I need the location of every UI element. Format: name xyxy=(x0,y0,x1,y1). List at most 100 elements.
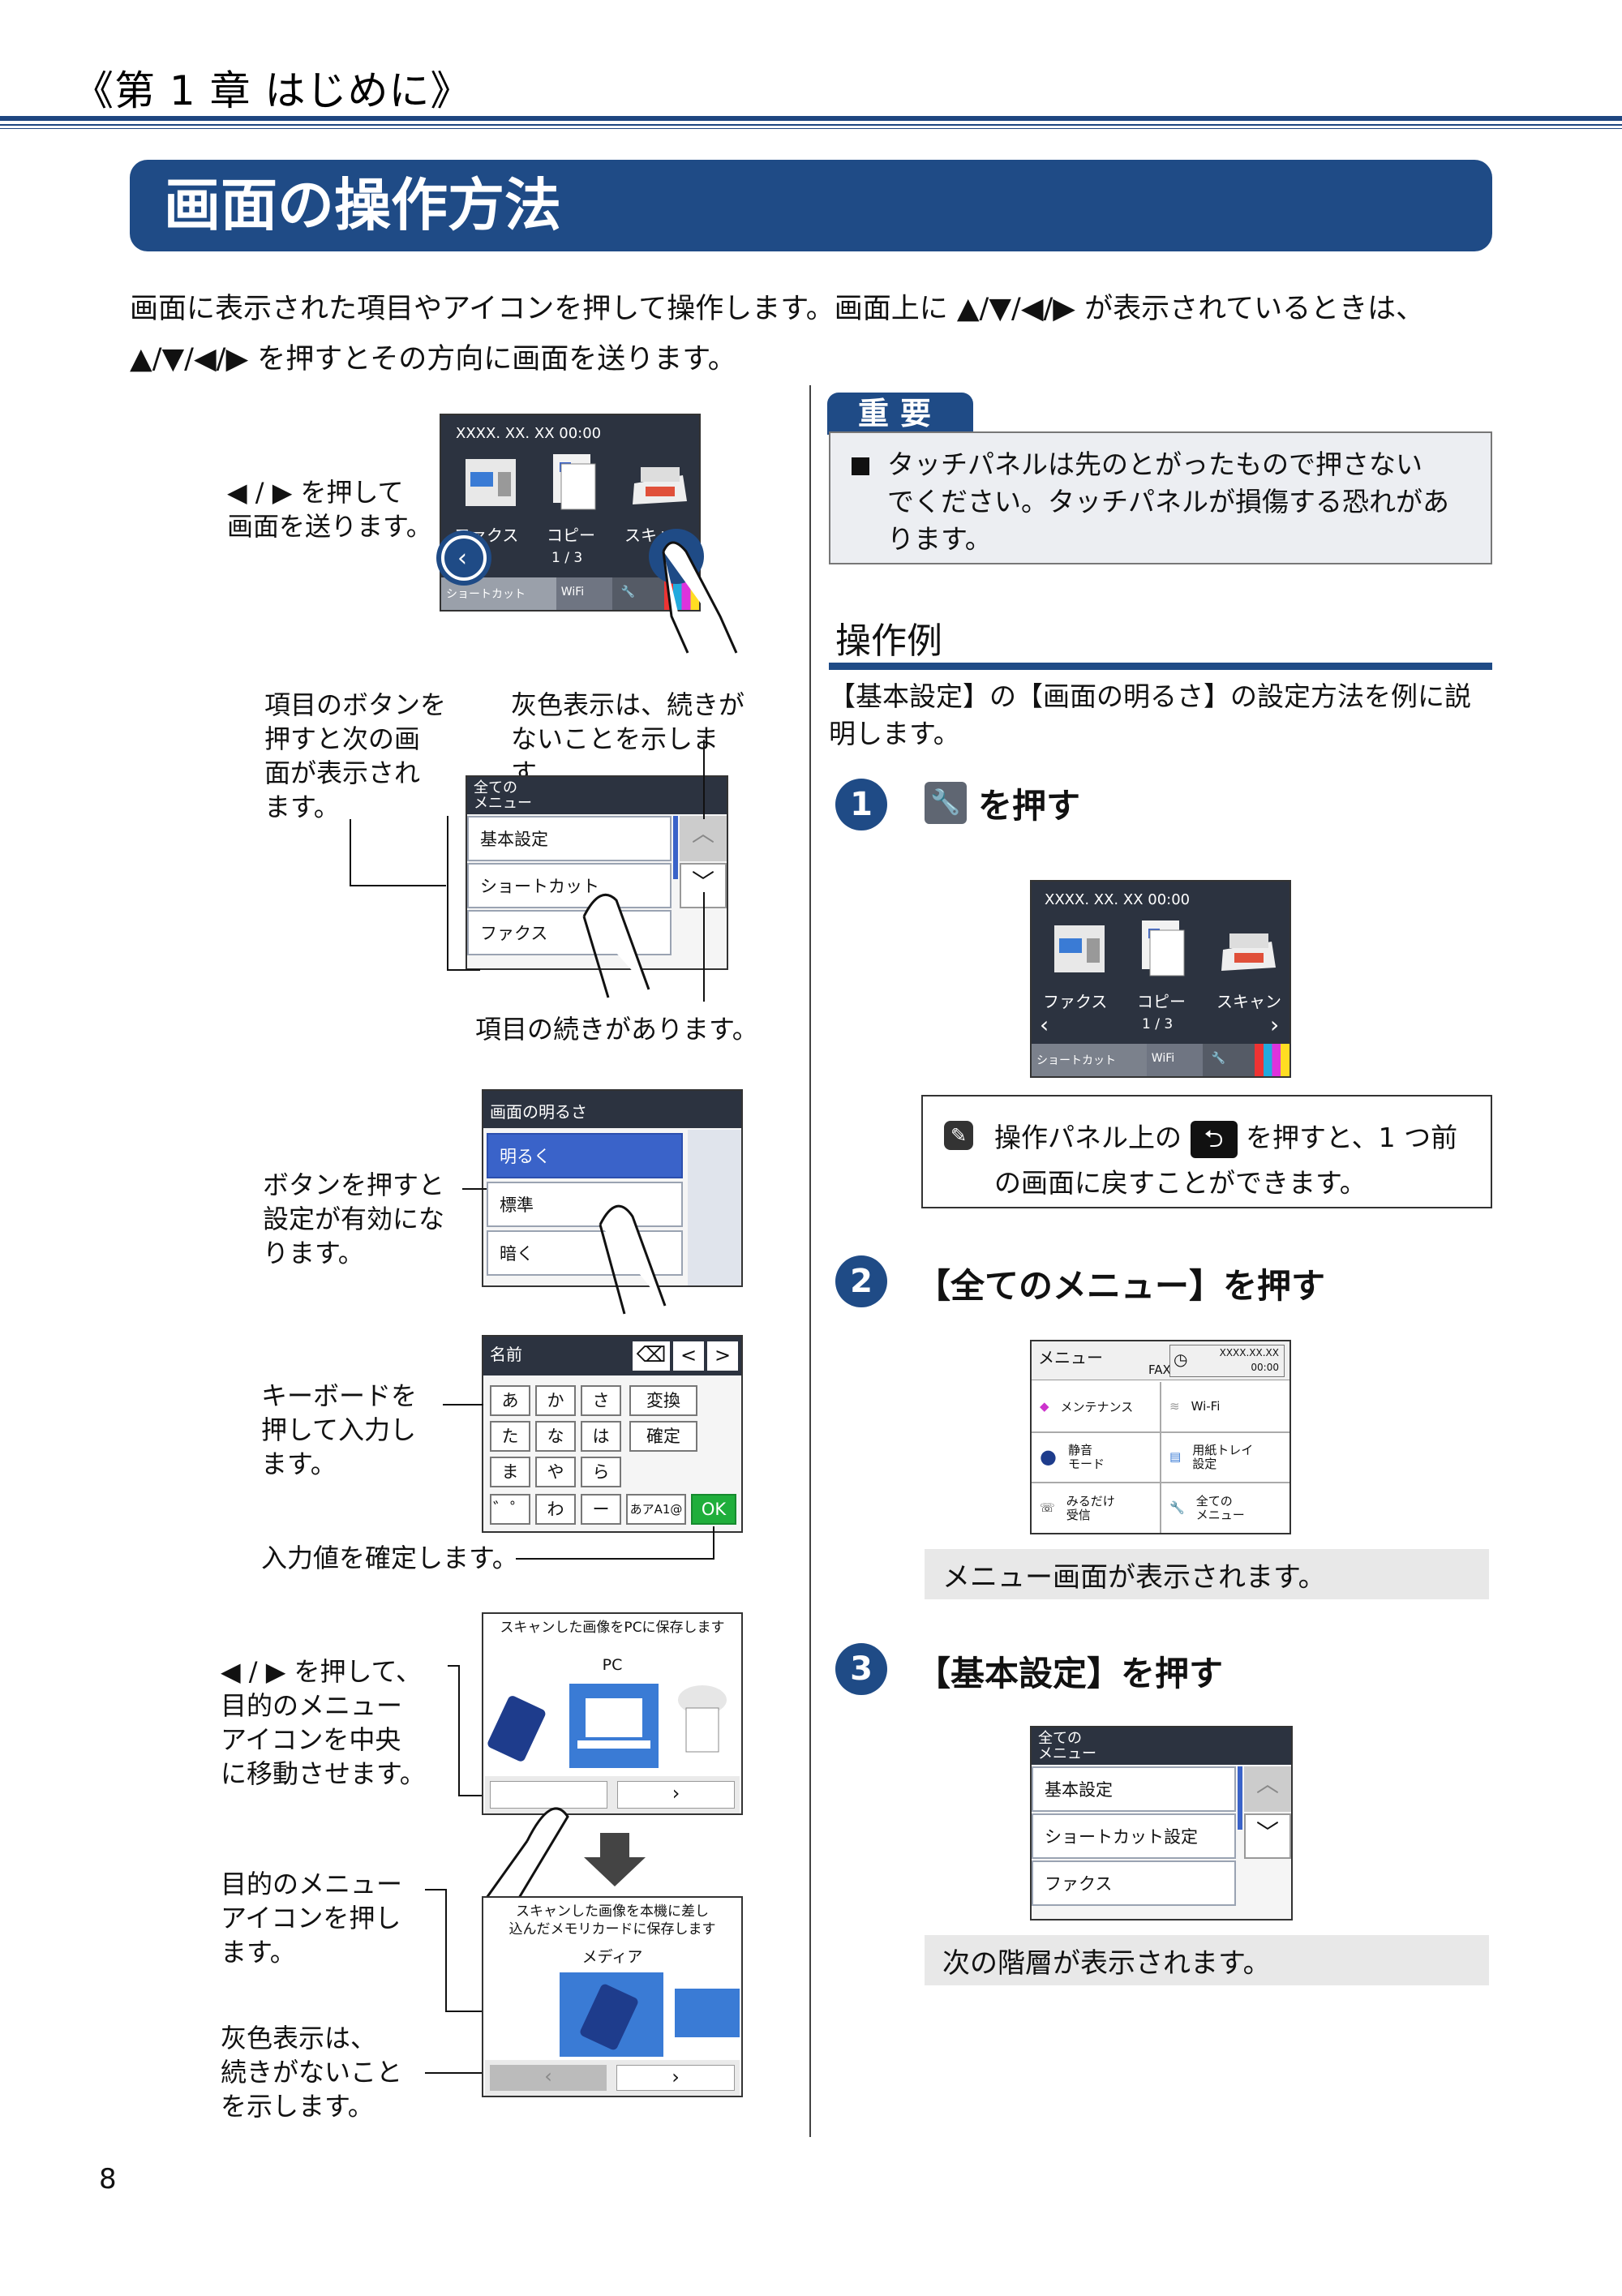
wifi-item[interactable]: ≋Wi-Fi xyxy=(1161,1382,1289,1431)
callout-grayed: 灰色表示は、続きがないことを示します。 xyxy=(511,689,745,788)
usb-icon xyxy=(487,1696,546,1762)
settings-icon: 🔧 xyxy=(925,782,967,824)
important-tab: 重要 xyxy=(827,393,973,435)
key[interactable]: ゛゜ xyxy=(490,1494,530,1525)
ok-key[interactable]: OK xyxy=(691,1494,736,1525)
brightness-screen: 画面の明るさ 明るく 標準 暗く xyxy=(482,1089,743,1287)
key[interactable]: は xyxy=(581,1421,621,1452)
preview-fax-item[interactable]: ☏みるだけ 受信 xyxy=(1032,1483,1160,1533)
scroll-up-button[interactable]: ︿ xyxy=(1244,1766,1291,1812)
convert-key[interactable]: 変換 xyxy=(629,1385,697,1416)
step3-title: 【基本設定】を押す xyxy=(916,1654,1224,1693)
important-box: タッチパネルは先のとがったもので押さないでください。タッチパネルが損傷する恐れが… xyxy=(829,431,1492,564)
right-arrow-icon: ▶ xyxy=(1053,292,1075,325)
pc-label: PC xyxy=(602,1656,623,1674)
pc-icon xyxy=(569,1684,659,1768)
callout-next-screen: 項目のボタンを押すと次の画面が表示されます。 xyxy=(264,689,447,822)
next-button[interactable]: › xyxy=(617,1781,735,1809)
key[interactable]: な xyxy=(535,1421,576,1452)
scroll-up-button[interactable]: ︿ xyxy=(680,816,727,861)
copy-icon xyxy=(553,454,596,510)
tray-setting-item[interactable]: ▤用紙トレイ 設定 xyxy=(1161,1432,1289,1483)
wifi-button[interactable]: WiFi xyxy=(556,577,613,610)
prev-page-icon[interactable]: ‹ xyxy=(1040,1011,1049,1038)
confirm-key[interactable]: 確定 xyxy=(629,1421,697,1452)
down-arrow-icon: ▼ xyxy=(989,292,1012,325)
fax-icon xyxy=(1054,925,1105,972)
step2-title: 【全てのメニュー】を押す xyxy=(916,1266,1326,1306)
ink-icon: ◆ xyxy=(1040,1399,1049,1414)
chapter-heading: 《第 1 章 はじめに》 xyxy=(73,67,472,114)
callout-setting-enabled: ボタンを押すと設定が有効になります。 xyxy=(263,1169,445,1268)
key[interactable]: ー xyxy=(581,1494,621,1525)
settings-icon[interactable]: 🔧 xyxy=(612,577,664,610)
fax-label: ファクス xyxy=(1043,992,1108,1011)
fax-icon xyxy=(466,459,516,506)
shortcut-setting-item[interactable]: ショートカット設定 xyxy=(1032,1813,1236,1859)
shortcut-button[interactable]: ショートカット xyxy=(1032,1044,1147,1076)
ink-icon[interactable] xyxy=(1254,1044,1290,1076)
menu-item[interactable]: ファクス xyxy=(467,910,672,955)
page-indicator: 1 / 3 xyxy=(1142,1016,1174,1032)
back-icon: ⮌ xyxy=(1190,1120,1238,1158)
fax-item[interactable]: ファクス xyxy=(1032,1860,1236,1906)
scan-icon xyxy=(1221,933,1276,971)
settings-icon[interactable]: 🔧 xyxy=(1203,1044,1255,1076)
quiet-mode-item[interactable]: ●静音 モード xyxy=(1032,1432,1160,1483)
example-heading: 操作例 xyxy=(835,620,942,662)
header-rule-2 xyxy=(0,124,1622,126)
cursor-right-button[interactable]: > xyxy=(707,1341,738,1371)
scroll-down-button[interactable]: ﹀ xyxy=(1244,1813,1291,1859)
wifi-icon: ≋ xyxy=(1169,1399,1180,1414)
bottom-bar: ショートカット WiFi 🔧 xyxy=(1032,1044,1290,1076)
key[interactable]: か xyxy=(535,1385,576,1416)
up-arrow-icon: ▲ xyxy=(130,342,152,376)
callout-grayed-end: 灰色表示は、続きがないことを示します。 xyxy=(221,2023,403,2122)
key[interactable]: た xyxy=(490,1421,530,1452)
home-screen-example: XXXX. XX. XX 00:00 ファクス コピー スキャン 1 / 3 シ… xyxy=(440,414,701,612)
key[interactable]: わ xyxy=(535,1494,576,1525)
scrollbar[interactable] xyxy=(1238,1766,1242,1830)
key[interactable]: や xyxy=(535,1457,576,1487)
left-arrow-icon: ◀ xyxy=(1020,292,1044,325)
all-menu-item[interactable]: 🔧全ての メニュー xyxy=(1161,1483,1289,1533)
standard-option[interactable]: 標準 xyxy=(487,1182,683,1227)
screen-datetime: XXXX. XX. XX 00:00 xyxy=(1045,891,1191,908)
callout-move-icon: ◀ / ▶ を押して、目的のメニューアイコンを中央に移動させます。 xyxy=(221,1656,426,1789)
scrollbar[interactable] xyxy=(673,816,678,879)
menu-item[interactable]: 基本設定 xyxy=(467,816,672,861)
finger-press-illustration: ‹ xyxy=(436,529,738,654)
next-button[interactable]: › xyxy=(616,2065,735,2091)
step-number: 1 xyxy=(835,779,887,830)
brightness-title: 画面の明るさ xyxy=(483,1091,741,1128)
media-screen-title: スキャンした画像を本機に差し込んだメモリカードに保存します xyxy=(508,1903,716,1938)
key[interactable]: あ xyxy=(490,1385,530,1416)
intro-line1: 画面に表示された項目やアイコンを押して操作します。画面上に xyxy=(130,293,948,325)
prev-button-disabled[interactable]: ‹ xyxy=(490,2065,607,2091)
bottom-bar: ショートカット WiFi 🔧 xyxy=(441,577,700,610)
up-arrow-icon: ▲ xyxy=(956,292,980,325)
page-number: 8 xyxy=(99,2163,117,2195)
basic-setting-item[interactable]: 基本設定 xyxy=(1032,1766,1236,1812)
backspace-button[interactable]: ⌫ xyxy=(633,1341,670,1371)
menu-item[interactable]: ショートカット xyxy=(467,863,672,908)
next-page-icon[interactable]: › xyxy=(1270,1011,1280,1038)
function-icons xyxy=(466,454,687,510)
finger-brightness xyxy=(462,1188,667,1315)
leader-lines-menu xyxy=(350,740,705,1002)
maintenance-item[interactable]: ◆メンテナンス xyxy=(1032,1382,1160,1431)
key[interactable]: ら xyxy=(581,1457,621,1487)
key[interactable]: ま xyxy=(490,1457,530,1487)
key[interactable]: さ xyxy=(581,1385,621,1416)
step1-title: を押す xyxy=(978,786,1081,826)
prev-button[interactable] xyxy=(490,1781,607,1809)
mode-key[interactable]: あアA1@ xyxy=(626,1494,686,1525)
header-rule-3 xyxy=(0,128,1622,129)
wifi-button[interactable]: WiFi xyxy=(1146,1044,1204,1076)
scan-to-pc-screen: スキャンした画像をPCに保存します PC › xyxy=(482,1612,743,1815)
scan-to-media-screen: スキャンした画像を本機に差し込んだメモリカードに保存します メディア ‹ › xyxy=(482,1896,743,2097)
note-line1: 操作パネル上の ⮌ を押すと、1 つ前 xyxy=(994,1116,1457,1158)
cursor-left-button[interactable]: < xyxy=(673,1341,704,1371)
bright-option[interactable]: 明るく xyxy=(487,1133,683,1178)
note-icon: ✎ xyxy=(944,1121,973,1150)
